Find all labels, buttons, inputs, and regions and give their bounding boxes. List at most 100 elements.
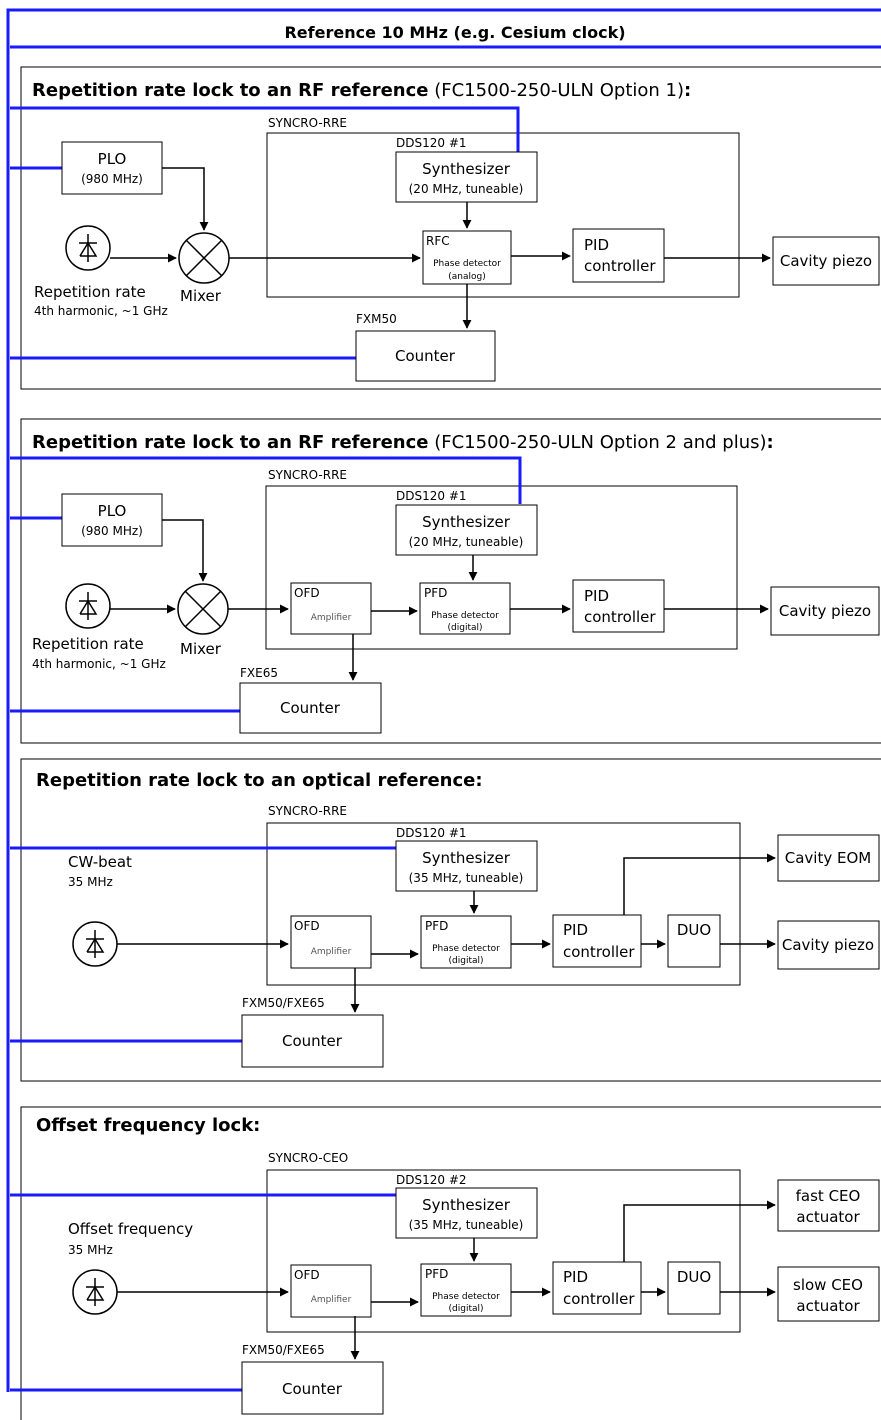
duo-box [667, 914, 721, 968]
counter-box [239, 682, 382, 734]
plo-label: PLO [98, 150, 127, 168]
photodiode-symbol [86, 1278, 105, 1306]
phase-detector-mode: (analog) [448, 272, 485, 282]
phase-detector-box [419, 582, 511, 635]
fast-ceo-label: fast CEO [796, 1187, 861, 1205]
pid-label: PID [563, 921, 588, 939]
detector-sub: 35 MHz [68, 875, 113, 889]
slow-ceo-sub: actuator [796, 1297, 860, 1315]
counter-device: FXM50 [356, 312, 397, 326]
section-frame [20, 418, 881, 744]
unit-label: SYNCRO-RRE [268, 804, 347, 818]
phase-detector-label: Phase detector [433, 259, 501, 269]
synthesizer-sub: (35 MHz, tuneable) [409, 871, 524, 885]
cavity-piezo-box [777, 920, 880, 970]
detector-label: CW-beat [68, 853, 132, 871]
duo-label: DUO [677, 1268, 711, 1286]
signal-arrows [110, 167, 771, 329]
cavity-piezo-label: Cavity piezo [782, 936, 874, 954]
fast-ceo-actuator-box [777, 1179, 880, 1232]
photodiode-symbol [79, 234, 98, 262]
reference-feeds [10, 1193, 396, 1392]
detector-sub: 35 MHz [68, 1243, 113, 1257]
section-title: Offset frequency lock: [36, 1115, 260, 1136]
pid-box [572, 228, 665, 283]
detector-label: Offset frequency [68, 1220, 193, 1238]
synthesizer-label: Synthesizer [422, 160, 511, 178]
duo-box [667, 1261, 721, 1315]
counter-label: Counter [282, 1380, 343, 1398]
ofd-box [290, 1264, 372, 1318]
plo-sub: (980 MHz) [81, 524, 143, 538]
synthesizer-label: Synthesizer [422, 513, 511, 531]
pid-sub: controller [563, 1290, 635, 1308]
phase-detector-tag: PFD [425, 1267, 448, 1281]
ofd-sub: Amplifier [311, 613, 352, 623]
pid-sub: controller [563, 943, 635, 961]
counter-box [241, 1014, 384, 1068]
counter-device: FXM50/FXE65 [242, 996, 325, 1010]
cavity-piezo-box [772, 236, 880, 286]
unit-label: SYNCRO-RRE [268, 116, 347, 130]
dds-label: DDS120 #1 [396, 489, 467, 503]
duo-label: DUO [677, 921, 711, 939]
slow-ceo-label: slow CEO [793, 1276, 863, 1294]
ofd-sub: Amplifier [311, 947, 352, 957]
section-title: Repetition rate lock to an RF reference … [32, 432, 774, 453]
reference-feeds [10, 106, 520, 360]
phase-detector-mode: (digital) [449, 956, 484, 966]
mixer-cross [185, 239, 223, 277]
section-offset-frequency: Offset frequency lock: SYNCRO-CEO DDS120… [10, 1106, 881, 1420]
pid-label: PID [563, 1268, 588, 1286]
phase-detector-box [420, 1263, 512, 1317]
counter-device: FXM50/FXE65 [242, 1343, 325, 1357]
section-rf-option2: Repetition rate lock to an RF reference … [10, 418, 881, 744]
phase-detector-label: Phase detector [431, 611, 499, 621]
signal-arrows [110, 519, 769, 681]
slow-ceo-actuator-box [777, 1266, 880, 1322]
counter-label: Counter [395, 347, 456, 365]
mixer-label: Mixer [180, 640, 222, 658]
synthesizer-label: Synthesizer [422, 1196, 511, 1214]
detector-label: Repetition rate [34, 283, 146, 301]
section-rf-option1: Repetition rate lock to an RF reference … [10, 66, 881, 390]
ofd-tag: OFD [294, 586, 320, 600]
phase-detector-tag: PFD [425, 919, 448, 933]
counter-box [355, 330, 496, 382]
detector-sub: 4th harmonic, ~1 GHz [34, 304, 168, 318]
plo-box [61, 141, 163, 195]
section-title: Repetition rate lock to an optical refer… [36, 770, 483, 791]
synthesizer-box [395, 504, 538, 556]
unit-label: SYNCRO-RRE [268, 468, 347, 482]
ofd-tag: OFD [294, 1268, 320, 1282]
synthesizer-box [395, 1187, 538, 1239]
dds-label: DDS120 #1 [396, 136, 467, 150]
signal-arrows [117, 853, 776, 1013]
unit-frame [266, 822, 741, 986]
cavity-piezo-label: Cavity piezo [780, 252, 872, 270]
counter-label: Counter [280, 699, 341, 717]
counter-label: Counter [282, 1032, 343, 1050]
cavity-piezo-box [770, 586, 880, 636]
phase-detector-label: Phase detector [432, 1292, 500, 1302]
ofd-tag: OFD [294, 919, 320, 933]
pid-label: PID [584, 236, 609, 254]
unit-frame [266, 1169, 741, 1333]
synthesizer-sub: (20 MHz, tuneable) [409, 535, 524, 549]
signal-arrows [117, 1200, 776, 1360]
plo-sub: (980 MHz) [81, 172, 143, 186]
unit-frame [266, 132, 740, 298]
dds-label: DDS120 #1 [396, 826, 467, 840]
synthesizer-label: Synthesizer [422, 849, 511, 867]
cavity-piezo-label: Cavity piezo [779, 602, 871, 620]
phase-detector-tag: RFC [426, 234, 450, 248]
fast-ceo-sub: actuator [796, 1208, 860, 1226]
cavity-eom-label: Cavity EOM [785, 849, 871, 867]
mixer-cross [184, 590, 222, 628]
cavity-eom-box [777, 834, 880, 882]
section-frame [20, 1106, 881, 1420]
phase-detector-mode: (digital) [448, 623, 483, 633]
phase-detector-mode: (digital) [449, 1304, 484, 1314]
reference-feeds [10, 846, 396, 1043]
